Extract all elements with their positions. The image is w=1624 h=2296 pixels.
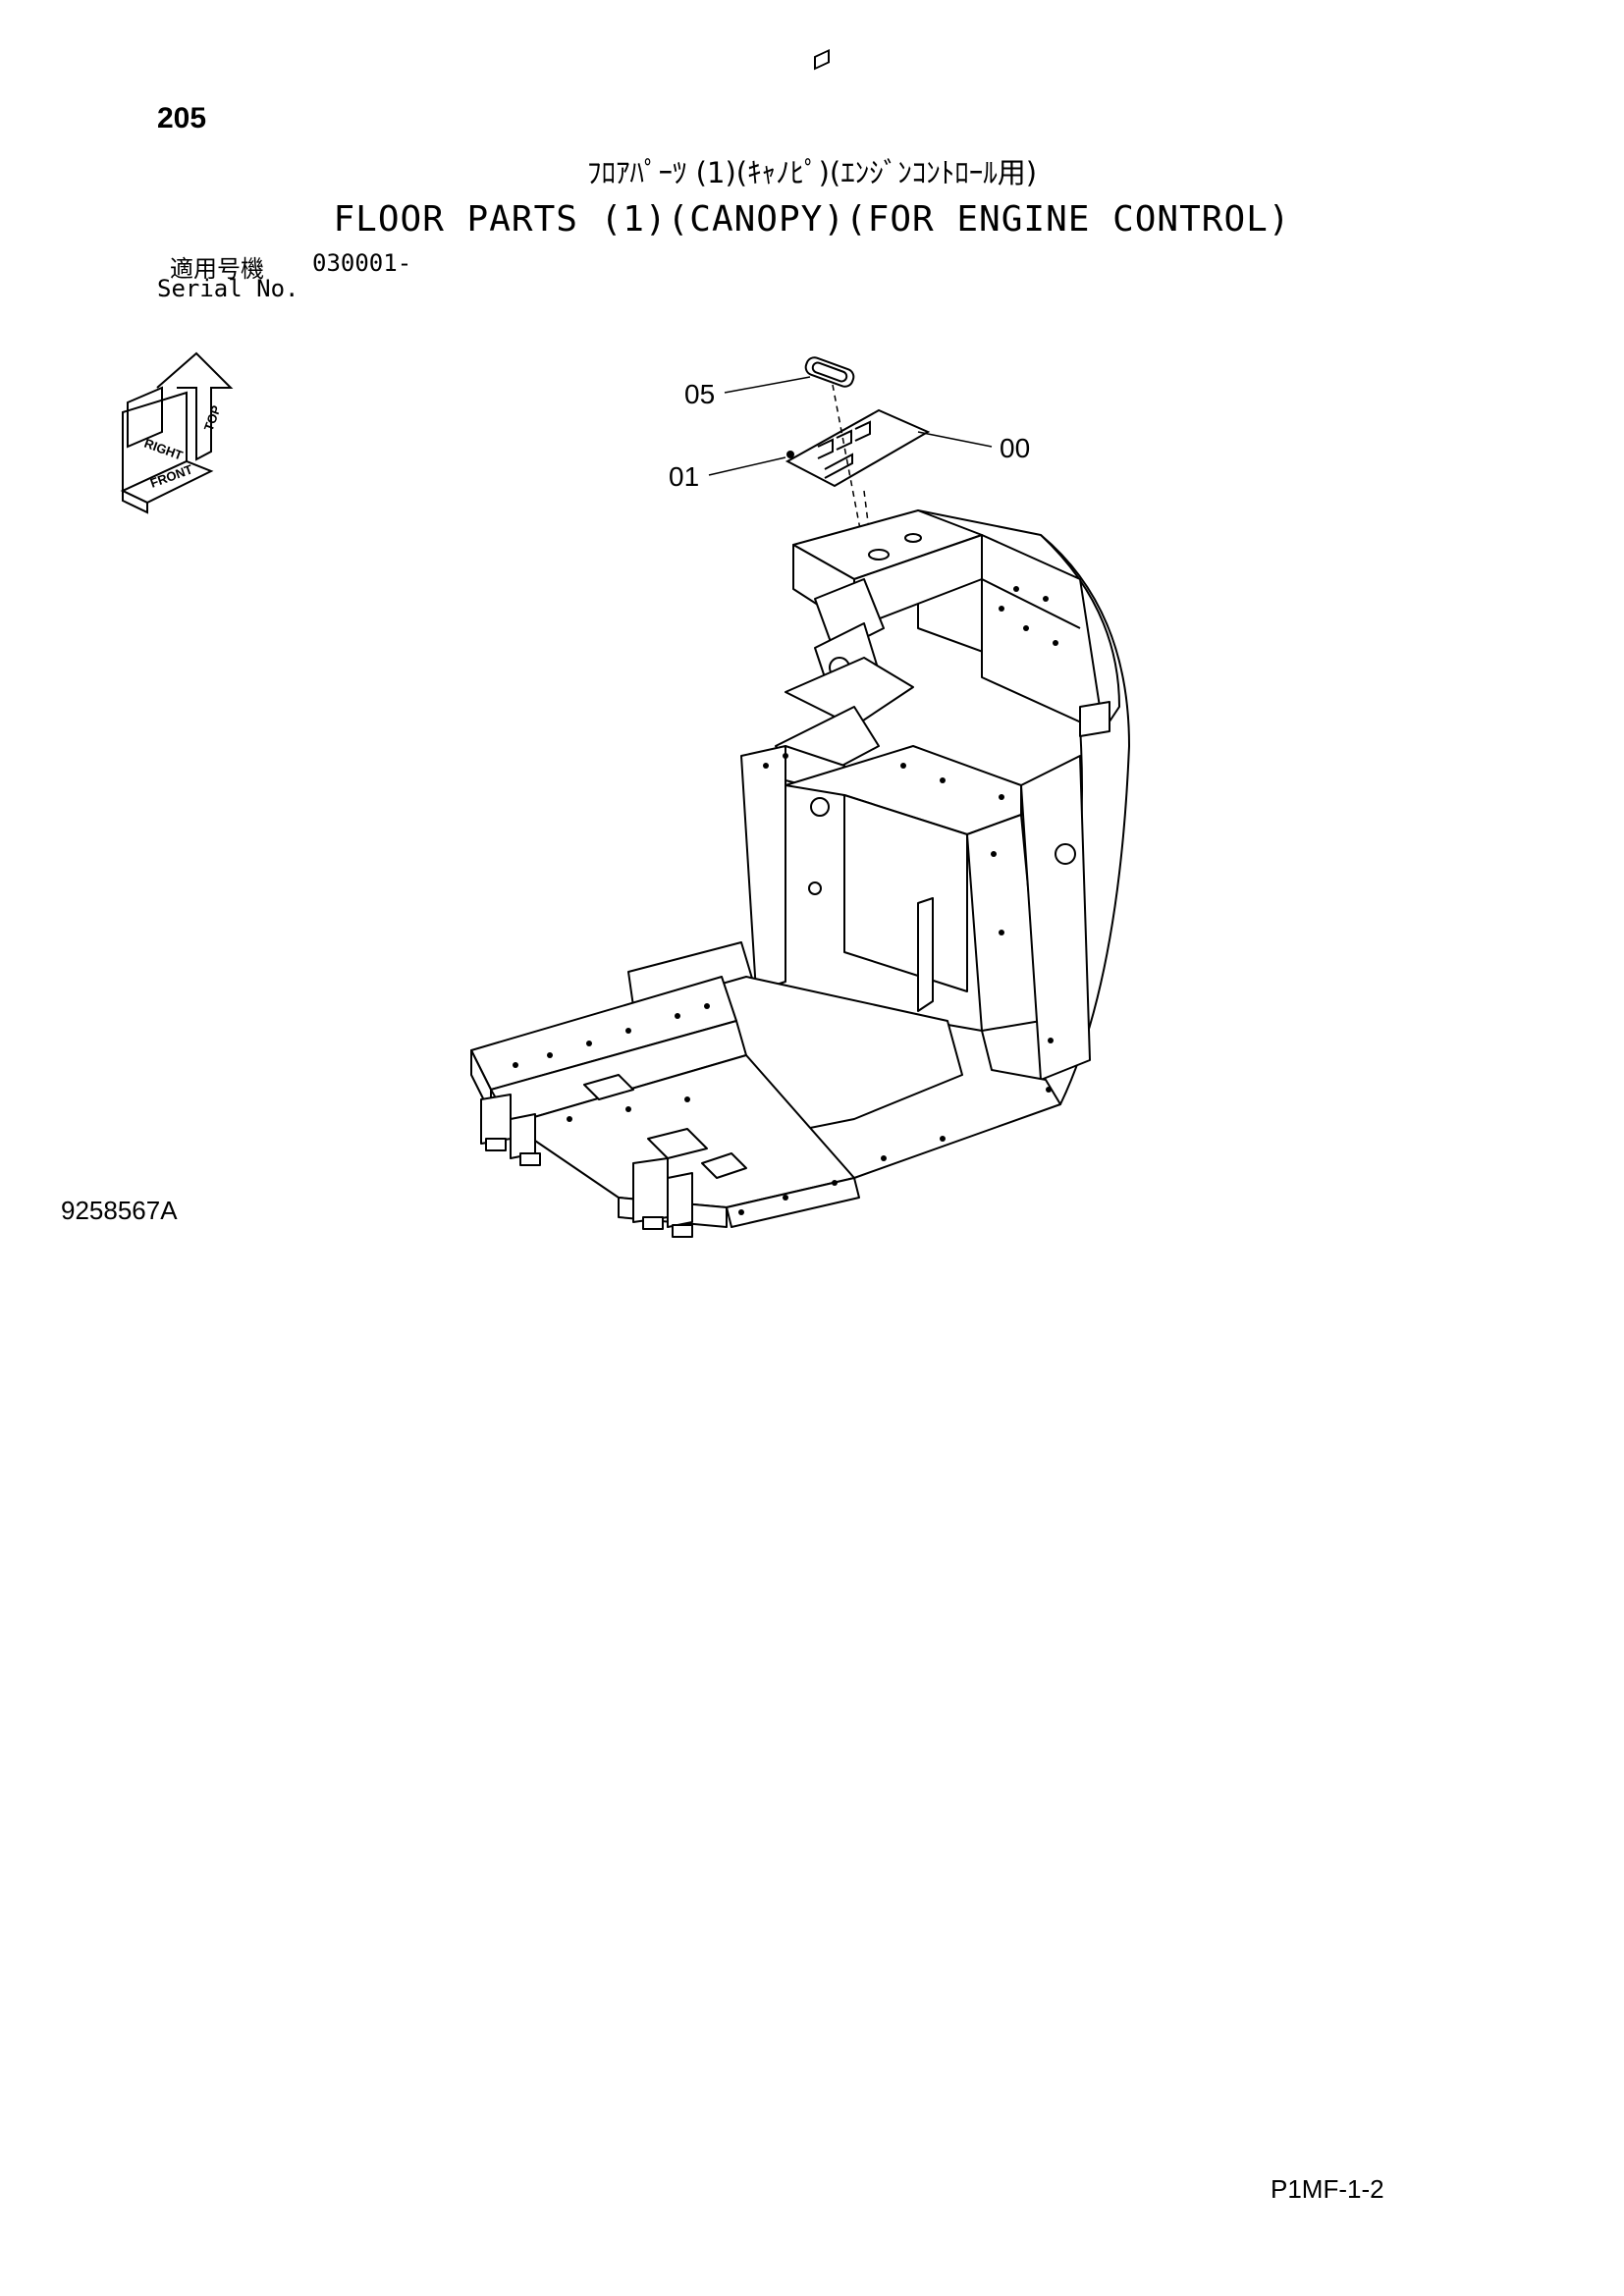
- leader-lines: [708, 376, 993, 476]
- drawing-number: 9258567A: [61, 1196, 178, 1225]
- callout-05: 05: [684, 379, 715, 409]
- callout-00: 00: [1000, 433, 1030, 463]
- serial-label-japanese: 適用号機: [170, 255, 264, 283]
- serial-number-value: 030001-: [312, 249, 412, 277]
- frame-bolt-holes: [513, 586, 1058, 1215]
- page-number: 205: [157, 102, 207, 134]
- part-00-switch-panel: [785, 48, 931, 488]
- page-title-japanese: ﾌﾛｱﾊﾟｰﾂ (1)(ｷｬﾉﾋﾟ)(ｴﾝｼﾞﾝｺﾝﾄﾛｰﾙ用): [586, 156, 1038, 189]
- part-01-screw: [786, 451, 794, 458]
- orientation-top-label: TOP: [201, 403, 224, 433]
- serial-label-english: Serial No.: [157, 275, 299, 302]
- callout-01: 01: [669, 461, 699, 492]
- page-title-english: FLOOR PARTS (1)(CANOPY)(FOR ENGINE CONTR…: [333, 199, 1291, 240]
- page-code: P1MF-1-2: [1271, 2174, 1384, 2204]
- part-05-grommet: [804, 356, 855, 388]
- orientation-indicator: TOP RIGHT FRONT: [120, 351, 234, 514]
- floor-frame-assembly: [470, 509, 1130, 1238]
